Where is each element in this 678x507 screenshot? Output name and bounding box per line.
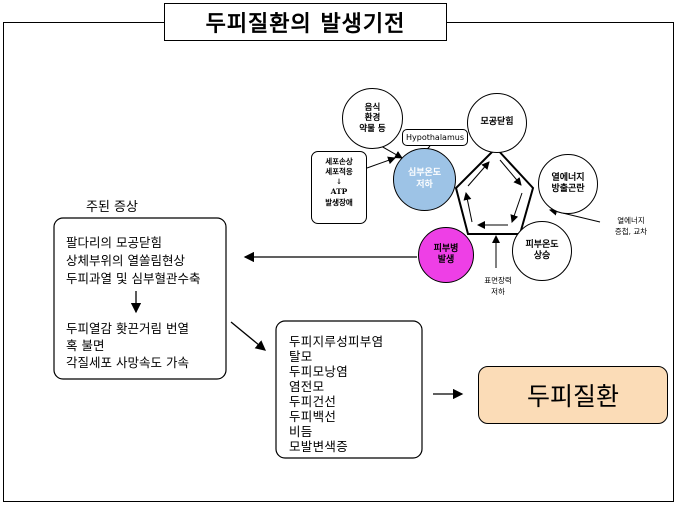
heat-release-difficulty-circle: 열에너지 방출곤란 [538,154,598,214]
disease-item: 두피지루성피부염 [289,334,384,349]
disease-item: 염전모 [289,379,325,394]
cycle-arrow [463,192,473,223]
cycle-arrow [499,159,522,186]
diseases-box [275,320,423,459]
skin-disease-circle: 피부병 발생 [418,227,474,283]
hypothalamus-label: Hypothalamus [402,129,468,146]
symptoms-to-diseases-arrow [230,321,267,351]
cycle-arrow [467,161,490,187]
surface-tension-note: 표면장력 저하 [484,276,512,296]
cell-arrow [366,156,396,169]
disease-item: 비듬 [289,424,313,439]
cycle-arrow [510,192,523,223]
core-temperature-drop-circle: 심부온도 저하 [393,148,456,211]
disease-item: 두피백선 [289,409,337,424]
scalp-disease-result: 두피질환 [478,366,668,424]
skin-temperature-rise-circle: 피부온도 상승 [512,221,572,281]
disease-item: 모발변색증 [289,439,349,454]
symptom-line: 각질세포 사망속도 가속 [66,355,189,370]
page-title: 두피질환의 발생기전 [164,3,447,41]
scalp-diseases-list: 두피지루성피부염 탈모 두피모낭염 염전모 두피건선 두피백선 비듬 모발변색증 [276,321,422,458]
symptom-line: 혹 불면 [66,338,105,353]
disease-item: 두피건선 [289,394,337,409]
symptom-line: 두피열감 홧끈거림 번열 [66,321,189,336]
symptoms-heading: 주된 증상 [86,200,138,215]
diet-environment-circle: 음식 환경 약물 등 [342,88,403,149]
symptom-line: 두피과열 및 심부혈관수축 [66,271,201,286]
symptom-line: 상체부위의 열쏠림현상 [66,253,185,268]
symptom-line: 팔다리의 모공닫힘 [66,235,162,250]
symptoms-list: 팔다리의 모공닫힘 상체부위의 열쏠림현상 두피과열 및 심부혈관수축 두피열감… [54,218,226,379]
heat-accumulation-note: 열에너지 증첩, 교차 [614,216,648,236]
disease-item: 탈모 [289,349,313,364]
hair-pore-closing-circle: 모공닫힘 [467,93,527,153]
disease-item: 두피모낭염 [289,364,349,379]
symptoms-box [53,217,227,380]
cell-damage-box: 세포손상 세포적응 ↓ ATP 발생장애 [311,151,367,224]
cycle-pentagon [454,146,535,235]
